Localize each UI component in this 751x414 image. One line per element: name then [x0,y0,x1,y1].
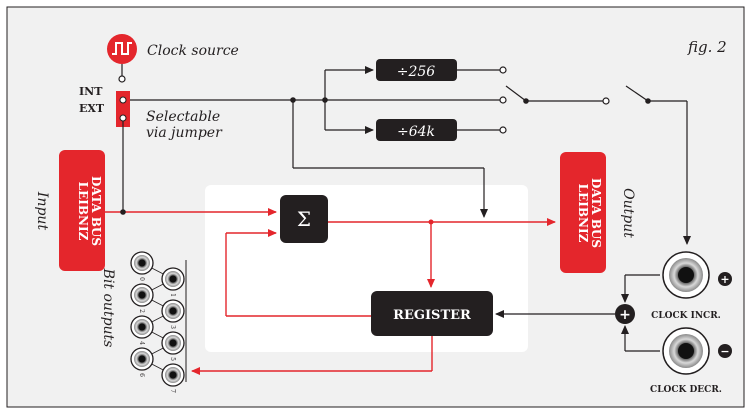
register-label: REGISTER [393,308,471,323]
clock-source-icon [107,34,137,64]
divider-256-label: ÷256 [397,64,436,80]
bit-outputs-label: Bit outputs [100,268,116,348]
ext-label: EXT [79,102,105,115]
jumper-label-line2: via jumper [146,125,223,141]
bit-output-label-7: 7 [169,389,176,393]
jumper-label-line1: Selectable [146,109,220,125]
sigma-adder: Σ [280,195,328,243]
bit-output-label-4: 4 [138,341,145,345]
divider-256: ÷256 [376,59,457,81]
register-block: REGISTER [371,291,493,336]
input-label: Input [34,191,50,231]
int-label: INT [79,85,103,98]
output-data-bus-block: LEIBNIZ DATA BUS [560,152,606,273]
divider-64k-label: ÷64k [397,124,435,140]
output-bus-line2: DATA BUS [589,178,603,248]
divider-64k: ÷64k [376,119,457,141]
bit-output-jack-1[interactable] [161,267,185,291]
input-data-bus-block: LEIBNIZ DATA BUS [59,150,105,271]
bit-output-jack-0[interactable] [130,251,154,275]
input-bus-line1: LEIBNIZ [76,182,90,241]
summing-junction-icon [615,304,635,324]
bit-output-label-3: 3 [169,325,176,329]
bit-output-jack-6[interactable] [130,347,154,371]
decr-sign-icon [718,344,732,358]
bit-output-jacks: 0 1 2 3 4 5 6 7 [130,251,185,393]
bit-output-jack-4[interactable] [130,315,154,339]
bit-output-label-6: 6 [138,373,145,377]
bit-output-label-2: 2 [138,309,145,313]
clock-incr-jack[interactable] [662,251,710,299]
bit-output-jack-2[interactable] [130,283,154,307]
bit-output-jack-3[interactable] [161,299,185,323]
output-label: Output [620,188,636,238]
bit-output-jack-5[interactable] [161,331,185,355]
incr-sign: + [720,273,729,286]
clock-decr-jack[interactable] [662,327,710,375]
decr-sign: − [720,345,729,358]
bit-output-jack-7[interactable] [161,363,185,387]
input-bus-line2: DATA BUS [89,176,103,246]
sigma-symbol: Σ [297,207,311,231]
bit-output-label-1: 1 [169,293,176,297]
incr-sign-icon [718,272,732,286]
summing-sign: + [619,307,631,323]
clock-source-label: Clock source [147,43,239,59]
output-bus-line1: LEIBNIZ [576,184,590,243]
clock-incr-label: CLOCK INCR. [651,311,721,321]
clock-decr-label: CLOCK DECR. [650,385,722,395]
bit-output-label-0: 0 [138,277,145,281]
figure-label: fig. 2 [687,38,727,56]
bit-output-label-5: 5 [169,357,176,361]
